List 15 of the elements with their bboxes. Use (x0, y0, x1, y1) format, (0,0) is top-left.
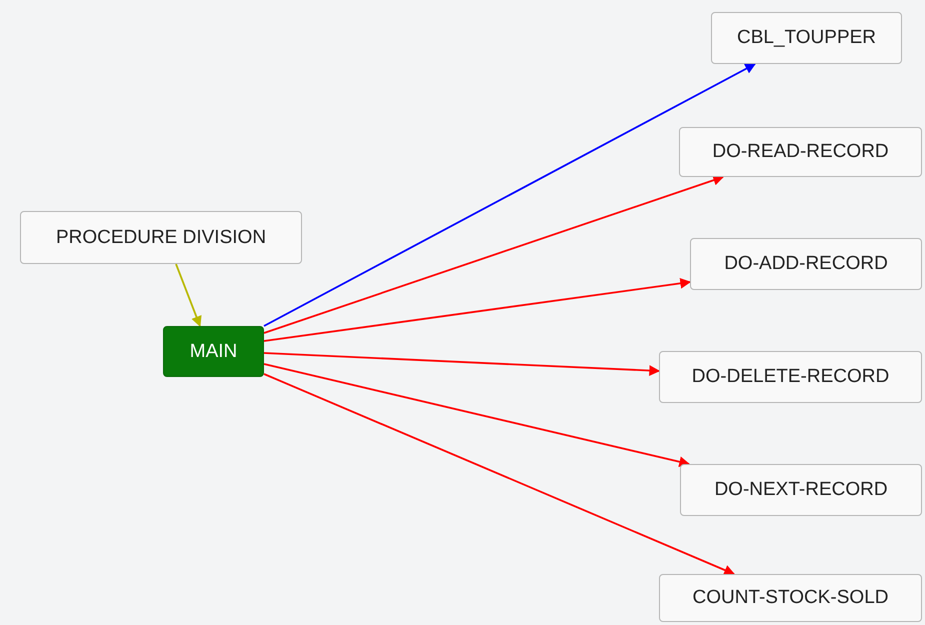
main-paragraph-box: MAIN (163, 326, 264, 377)
paragraph-box: DO-READ-RECORD (679, 127, 922, 177)
arrow (264, 363, 690, 468)
arrow (264, 175, 724, 334)
paragraph-box: DO-DELETE-RECORD (659, 351, 922, 403)
paragraph-box: PROCEDURE DIVISION (20, 211, 302, 264)
paragraph-box: CBL_TOUPPER (711, 12, 902, 64)
paragraph-box: DO-NEXT-RECORD (680, 464, 922, 516)
arrow (264, 278, 692, 342)
arrow (264, 373, 735, 576)
arrow (264, 63, 756, 327)
paragraph-box: DO-ADD-RECORD (690, 238, 922, 290)
arrow (175, 264, 202, 327)
paragraph-box: COUNT-STOCK-SOLD (659, 574, 922, 622)
arrow (264, 352, 660, 376)
